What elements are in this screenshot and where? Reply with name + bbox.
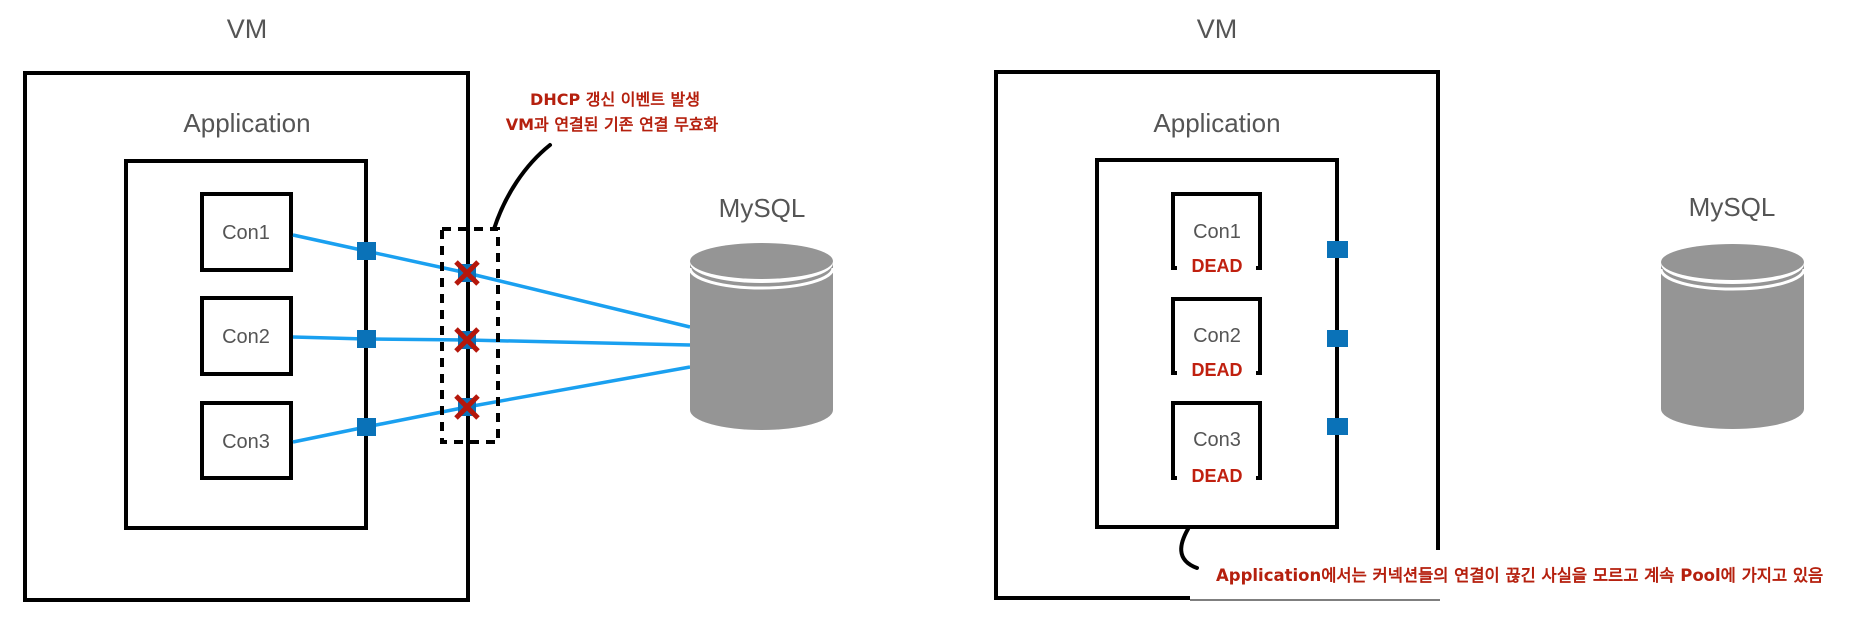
left-con1-box [200, 192, 293, 272]
right-con2-label: Con2 [1193, 325, 1241, 347]
broken-connection-icon [454, 260, 480, 286]
left-app-port-1 [357, 242, 376, 260]
left-app-port-3 [357, 418, 376, 436]
right-mysql-label: MySQL [1689, 192, 1776, 222]
right-con1-label: Con1 [1193, 221, 1241, 243]
pool-callout-pointer [1179, 527, 1199, 570]
left-con3-label: Con3 [222, 431, 270, 453]
left-con2-box [200, 296, 293, 376]
right-vm-label: VM [1197, 14, 1238, 44]
right-connection-con1: Con1 DEAD [1171, 192, 1262, 276]
connection-line-3 [292, 365, 691, 444]
left-vm-label: VM [227, 14, 268, 44]
left-connection-con3: Con3 [200, 401, 293, 480]
right-app-port-1 [1327, 241, 1348, 258]
left-application-label: Application [183, 108, 310, 138]
right-con1-status: DEAD [1191, 256, 1242, 276]
connection-line-1 [292, 233, 691, 329]
left-con1-label: Con1 [222, 222, 270, 244]
right-con1-box [1171, 192, 1262, 270]
right-application-label: Application [1153, 108, 1280, 138]
right-con2-status: DEAD [1191, 360, 1242, 380]
database-icon [688, 243, 835, 430]
right-app-port-3 [1327, 418, 1348, 435]
right-connection-con3: Con3 DEAD [1171, 401, 1262, 486]
database-icon [1659, 244, 1806, 429]
left-con3-box [200, 401, 293, 480]
left-connection-con1: Con1 [200, 192, 293, 272]
right-con3-label: Con3 [1193, 429, 1241, 451]
dhcp-callout-line2: VM과 연결된 기존 연결 무효화 [506, 115, 719, 134]
right-panel: VM Application Con1 DEAD Con2 DEAD Con3 … [994, 14, 1823, 601]
dhcp-callout-line1: DHCP 갱신 이벤트 발생 [530, 90, 700, 109]
broken-connection-icon [454, 327, 480, 353]
right-connection-con2: Con2 DEAD [1171, 297, 1262, 380]
right-vm-box [994, 70, 1440, 600]
left-panel: VM Application Con1 Con2 Con3 [23, 14, 835, 602]
right-con2-box [1171, 297, 1262, 375]
left-mysql-label: MySQL [719, 193, 806, 223]
right-con3-status: DEAD [1191, 466, 1242, 486]
connection-line-2 [292, 335, 691, 347]
callout-pointer [492, 143, 552, 231]
network-boundary-highlight [440, 227, 500, 444]
left-connection-con2: Con2 [200, 296, 293, 376]
right-app-port-2 [1327, 330, 1348, 347]
pool-callout-text: Application에서는 커넥션들의 연결이 끊긴 사실을 모르고 계속 P… [1216, 566, 1823, 585]
left-app-port-2 [357, 330, 376, 348]
broken-connection-icon [454, 394, 480, 420]
right-con3-box [1171, 401, 1262, 480]
left-con2-label: Con2 [222, 326, 270, 348]
